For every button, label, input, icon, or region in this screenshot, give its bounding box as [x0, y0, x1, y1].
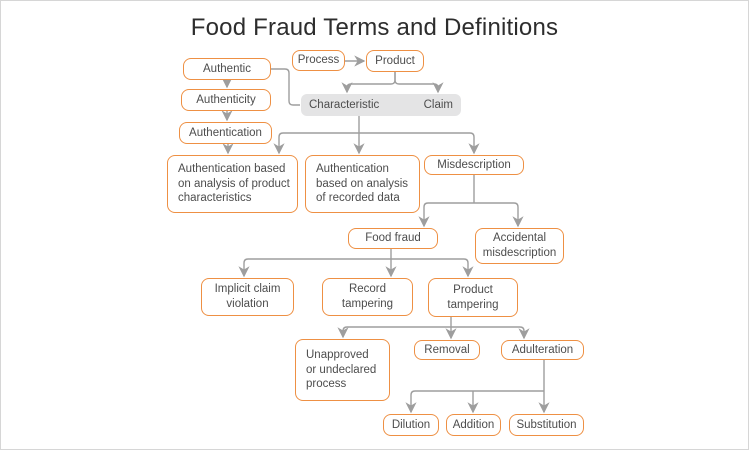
node-accidental: Accidental misdescription — [475, 228, 564, 264]
page-title: Food Fraud Terms and Definitions — [190, 14, 559, 41]
node-auth-product: Authentication based on analysis of prod… — [167, 155, 298, 213]
edge-food-fraud-product-tampering — [391, 258, 474, 278]
edge-product-tampering-adulteration — [451, 326, 530, 340]
edge-product-tampering-unapproved — [337, 326, 451, 339]
edge-misdescription-food-fraud — [418, 202, 474, 228]
node-removal: Removal — [414, 340, 480, 360]
edge-product-characteristic — [341, 72, 396, 94]
edge-characteristic-misdescription — [359, 132, 480, 155]
node-substitution: Substitution — [509, 414, 584, 436]
edge-food-fraud-implicit — [238, 258, 391, 278]
node-misdescription: Misdescription — [424, 155, 524, 175]
node-addition: Addition — [446, 414, 501, 436]
node-authenticity: Authenticity — [181, 89, 271, 111]
node-authentic: Authentic — [183, 58, 271, 80]
node-characteristic: Characteristic — [309, 99, 380, 111]
node-product-tampering: Product tampering — [428, 278, 518, 317]
edge-adulteration-dilution — [405, 390, 544, 414]
node-implicit: Implicit claim violation — [201, 278, 294, 316]
node-product: Product — [366, 50, 424, 72]
node-process: Process — [292, 50, 345, 71]
node-dilution: Dilution — [383, 414, 439, 436]
node-unapproved: Unapproved or undeclared process — [295, 339, 390, 401]
edge-product-claim — [394, 72, 444, 94]
node-claim: Claim — [423, 99, 453, 111]
edge-misdescription-accidental — [474, 202, 524, 228]
node-adulteration: Adulteration — [501, 340, 584, 360]
group-characteristic-claim: Characteristic Claim — [301, 94, 461, 116]
node-authentication: Authentication — [179, 122, 272, 144]
node-auth-data: Authentication based on analysis of reco… — [305, 155, 420, 213]
edge-authentic-characteristic-group — [271, 68, 300, 106]
node-record: Record tampering — [322, 278, 413, 316]
node-food-fraud: Food fraud — [348, 228, 438, 249]
edge-characteristic-auth-product — [273, 132, 359, 155]
